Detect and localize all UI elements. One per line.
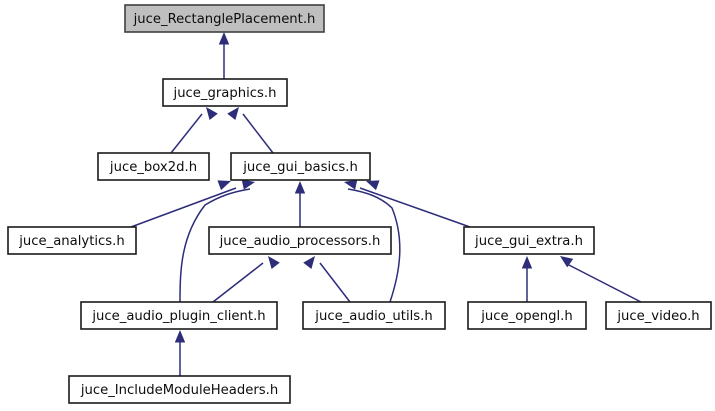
node-box-gui_extra[interactable] bbox=[463, 226, 595, 255]
arrowhead-video-gui_extra bbox=[560, 256, 574, 268]
node-box-box2d[interactable] bbox=[97, 152, 210, 181]
node-box-gui_basics[interactable] bbox=[230, 152, 371, 181]
edges-layer bbox=[130, 40, 642, 376]
graph-node-gui_basics[interactable]: juce_gui_basics.h bbox=[230, 152, 371, 181]
node-box-analytics[interactable] bbox=[7, 226, 137, 255]
graph-edge-audio_utils-to-gui_basics bbox=[347, 188, 401, 303]
node-box-includemoduleheaders[interactable] bbox=[68, 375, 291, 404]
arrowhead-opengl-gui_extra bbox=[521, 256, 533, 269]
graph-edge-analytics-to-gui_basics bbox=[130, 187, 237, 228]
graph-edge-audio_utils-to-audio_processors bbox=[319, 262, 351, 303]
node-label-audio_processors: juce_audio_processors.h bbox=[219, 234, 381, 249]
node-box-audio_processors[interactable] bbox=[208, 226, 392, 255]
arrowheads-layer bbox=[174, 32, 574, 343]
arrowhead-audio_processors-gui_basics bbox=[294, 181, 306, 194]
graph-node-rectangleplacement[interactable]: juce_RectanglePlacement.h bbox=[124, 4, 325, 33]
nodes-layer: juce_RectanglePlacement.h juce_graphics.h… bbox=[7, 4, 712, 404]
arrowhead-gui_basics-graphics bbox=[227, 107, 239, 121]
arrowhead-includemoduleheaders-plugin bbox=[174, 330, 186, 343]
node-box-opengl[interactable] bbox=[467, 301, 587, 330]
node-label-plugin_client: juce_audio_plugin_client.h bbox=[91, 309, 265, 324]
arrowhead-analytics-gui_basics bbox=[217, 180, 231, 191]
node-label-rectangleplacement: juce_RectanglePlacement.h bbox=[133, 12, 316, 27]
node-box-graphics[interactable] bbox=[162, 78, 288, 107]
graph-edge-box2d-to-graphics bbox=[170, 113, 203, 154]
node-label-box2d: juce_box2d.h bbox=[109, 160, 197, 175]
graph-edge-gui_basics-to-graphics bbox=[242, 113, 274, 154]
node-label-includemoduleheaders: juce_IncludeModuleHeaders.h bbox=[80, 383, 278, 398]
graph-node-graphics[interactable]: juce_graphics.h bbox=[162, 78, 288, 107]
node-label-video: juce_video.h bbox=[616, 309, 699, 324]
arrowhead-graphics-rectangleplacement bbox=[218, 32, 230, 45]
graph-node-box2d[interactable]: juce_box2d.h bbox=[97, 152, 210, 181]
node-box-video[interactable] bbox=[605, 301, 712, 330]
graph-edge-video-to-gui_extra bbox=[564, 262, 642, 303]
arrowhead-plugin_client-audio_procs bbox=[268, 256, 280, 270]
arrowhead-gui_extra-gui_basics bbox=[366, 180, 380, 191]
graph-edge-plugin_client-to-audio_processors bbox=[212, 262, 264, 303]
node-label-audio_utils: juce_audio_utils.h bbox=[314, 309, 432, 324]
graph-node-audio_utils[interactable]: juce_audio_utils.h bbox=[302, 301, 446, 330]
graph-edge-plugin_client-to-gui_basics bbox=[179, 188, 251, 303]
arrowhead-plugin_client-gui_basics bbox=[241, 179, 255, 190]
arrowhead-audio_utils-audio_procs bbox=[303, 256, 315, 270]
node-label-analytics: juce_analytics.h bbox=[18, 234, 124, 249]
graph-edge-gui_extra-to-gui_basics bbox=[359, 187, 471, 228]
graph-node-includemoduleheaders[interactable]: juce_IncludeModuleHeaders.h bbox=[68, 375, 291, 404]
node-box-rectangleplacement[interactable] bbox=[124, 4, 325, 33]
graph-node-opengl[interactable]: juce_opengl.h bbox=[467, 301, 587, 330]
node-label-gui_extra: juce_gui_extra.h bbox=[474, 234, 583, 249]
graph-node-plugin_client[interactable]: juce_audio_plugin_client.h bbox=[80, 301, 278, 330]
graph-node-analytics[interactable]: juce_analytics.h bbox=[7, 226, 137, 255]
graph-node-audio_processors[interactable]: juce_audio_processors.h bbox=[208, 226, 392, 255]
node-label-opengl: juce_opengl.h bbox=[480, 309, 572, 324]
graph-node-gui_extra[interactable]: juce_gui_extra.h bbox=[463, 226, 595, 255]
node-box-audio_utils[interactable] bbox=[302, 301, 446, 330]
node-box-plugin_client[interactable] bbox=[80, 301, 278, 330]
arrowhead-box2d-graphics bbox=[206, 107, 218, 121]
node-label-graphics: juce_graphics.h bbox=[173, 86, 277, 101]
node-label-gui_basics: juce_gui_basics.h bbox=[242, 160, 358, 175]
arrowhead-audio_utils-gui_basics bbox=[344, 179, 358, 190]
graph-node-video[interactable]: juce_video.h bbox=[605, 301, 712, 330]
